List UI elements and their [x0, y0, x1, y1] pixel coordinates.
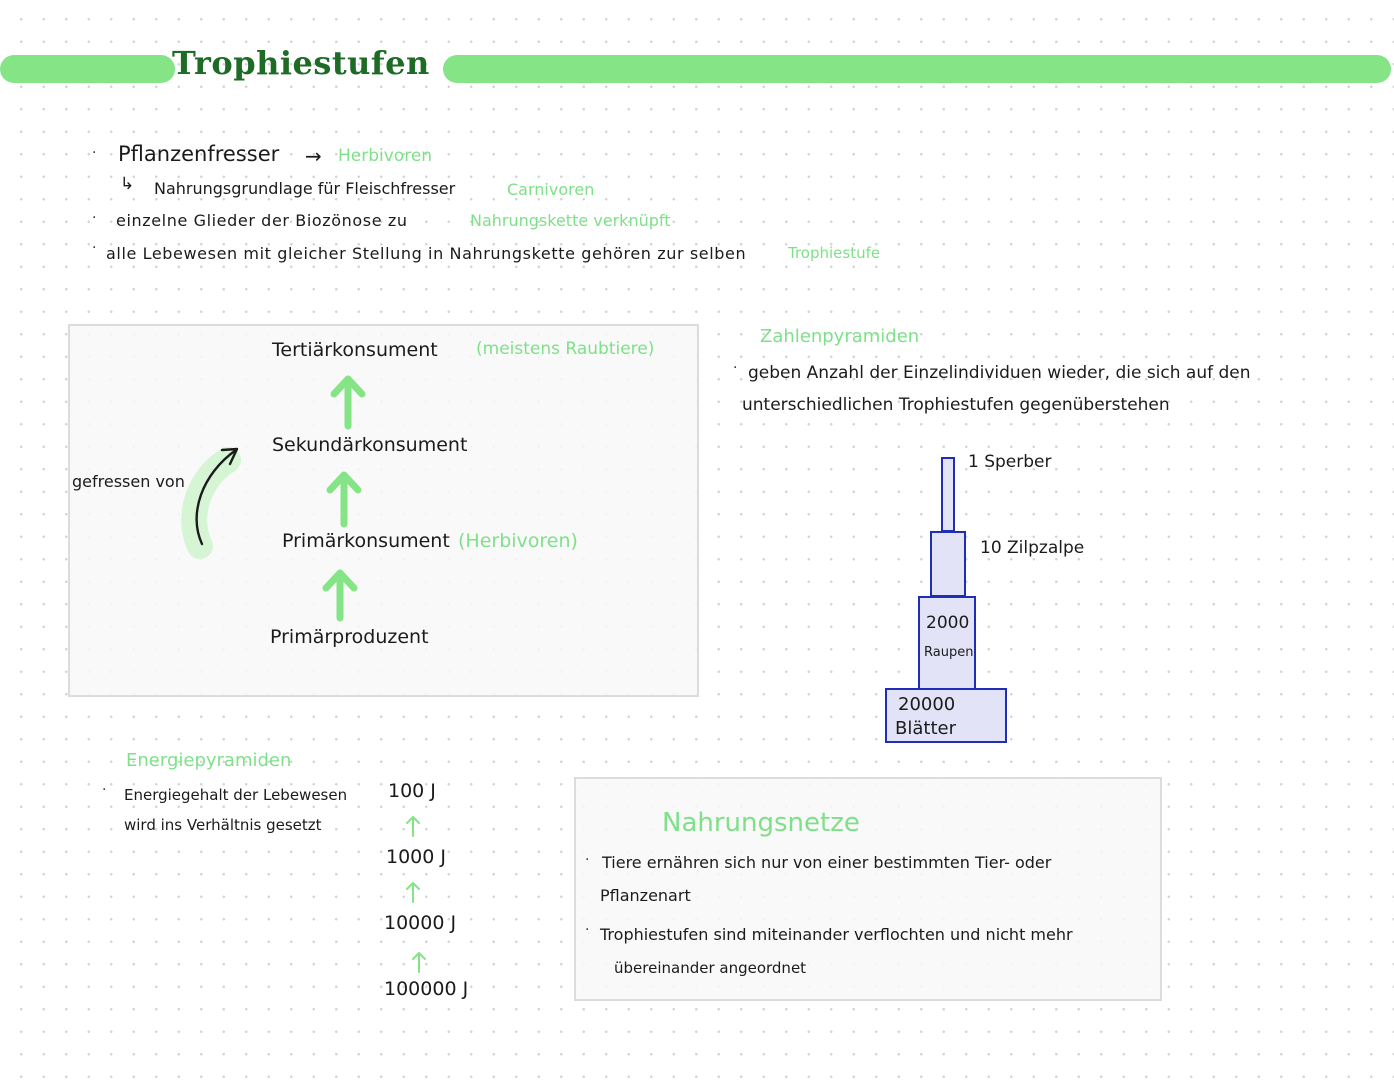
food-web-item-2a: Trophiestufen sind miteinander verflocht…	[600, 925, 1073, 944]
energy-desc-1: Energiegehalt der Lebewesen	[124, 786, 348, 804]
title-highlight-left	[0, 55, 175, 83]
pyramid-level-2	[930, 531, 966, 597]
title-highlight-right	[443, 55, 1391, 83]
bullet-dot: ·	[92, 145, 97, 161]
bullet-dot: ·	[733, 360, 738, 376]
pyramid-label-1: 1 Sperber	[968, 452, 1052, 472]
pyramid-level-1	[941, 457, 955, 532]
bullet-dot: ·	[585, 922, 590, 938]
pyramid-label-4-num: 20000	[898, 694, 956, 715]
energy-desc-2: wird ins Verhältnis gesetzt	[124, 816, 322, 834]
energy-pyramid-heading: Energiepyramiden	[126, 750, 292, 771]
energy-value-2: 1000 J	[386, 846, 446, 868]
chain-tertiary: Tertiärkonsument	[272, 339, 438, 361]
bullet-dot: ·	[92, 210, 97, 226]
number-pyramid-heading: Zahlenpyramiden	[760, 326, 920, 347]
intro-nahrungsgrundlage: Nahrungsgrundlage für Fleischfresser	[154, 179, 456, 198]
intro-herbivoren: Herbivoren	[338, 146, 433, 166]
food-web-item-1a: Tiere ernähren sich nur von einer bestim…	[602, 853, 1052, 872]
energy-value-4: 100000 J	[384, 978, 469, 1000]
arrow-up-icon	[326, 471, 362, 528]
intro-nahrungskette: Nahrungskette verknüpft	[470, 211, 671, 230]
intro-trophiestufe: Trophiestufe	[788, 244, 881, 262]
intro-arrow: →	[305, 144, 322, 168]
arrow-up-icon	[322, 569, 358, 622]
number-pyramid-desc-2: unterschiedlichen Trophiestufen gegenübe…	[742, 395, 1170, 415]
pyramid-label-3-num: 2000	[926, 613, 970, 633]
arrow-up-icon	[330, 375, 366, 430]
chain-tertiary-note: (meistens Raubtiere)	[476, 339, 655, 359]
chain-secondary: Sekundärkonsument	[272, 434, 468, 456]
curved-arrow-icon	[181, 447, 241, 559]
intro-sub-arrow: ↳	[120, 174, 135, 194]
chain-eaten-by: gefressen von	[72, 472, 185, 491]
intro-carnivoren: Carnivoren	[507, 180, 595, 199]
pyramid-label-3-text: Raupen	[924, 645, 974, 660]
arrow-up-icon	[406, 881, 420, 903]
food-web-box	[574, 777, 1162, 1001]
pyramid-label-2: 10 Zilpzalpe	[980, 538, 1085, 558]
intro-term: Pflanzenfresser	[118, 142, 280, 166]
food-web-item-2b: übereinander angeordnet	[614, 959, 807, 977]
page-title: Trophiestufen	[172, 44, 430, 82]
arrow-up-icon	[412, 951, 426, 973]
food-chain-box	[68, 324, 699, 697]
bullet-dot: ·	[102, 782, 107, 798]
pyramid-level-4	[885, 688, 1007, 743]
food-web-item-1b: Pflanzenart	[600, 886, 691, 905]
intro-lebewesen: alle Lebewesen mit gleicher Stellung in …	[106, 244, 747, 263]
intro-biozoenose: einzelne Glieder der Biozönose zu	[116, 211, 408, 230]
arrow-up-icon	[406, 815, 420, 837]
energy-value-3: 10000 J	[384, 912, 457, 934]
chain-primary-note: (Herbivoren)	[458, 530, 578, 552]
pyramid-level-3	[918, 596, 976, 690]
number-pyramid-desc-1: geben Anzahl der Einzelindividuen wieder…	[748, 363, 1251, 383]
bullet-dot: ·	[585, 852, 590, 868]
food-web-heading: Nahrungsnetze	[662, 808, 860, 838]
chain-primary: Primärkonsument	[282, 530, 450, 552]
chain-producer: Primärproduzent	[270, 626, 429, 648]
pyramid-label-4-text: Blätter	[895, 718, 956, 739]
bullet-dot: ·	[92, 240, 97, 256]
energy-value-1: 100 J	[388, 780, 436, 802]
